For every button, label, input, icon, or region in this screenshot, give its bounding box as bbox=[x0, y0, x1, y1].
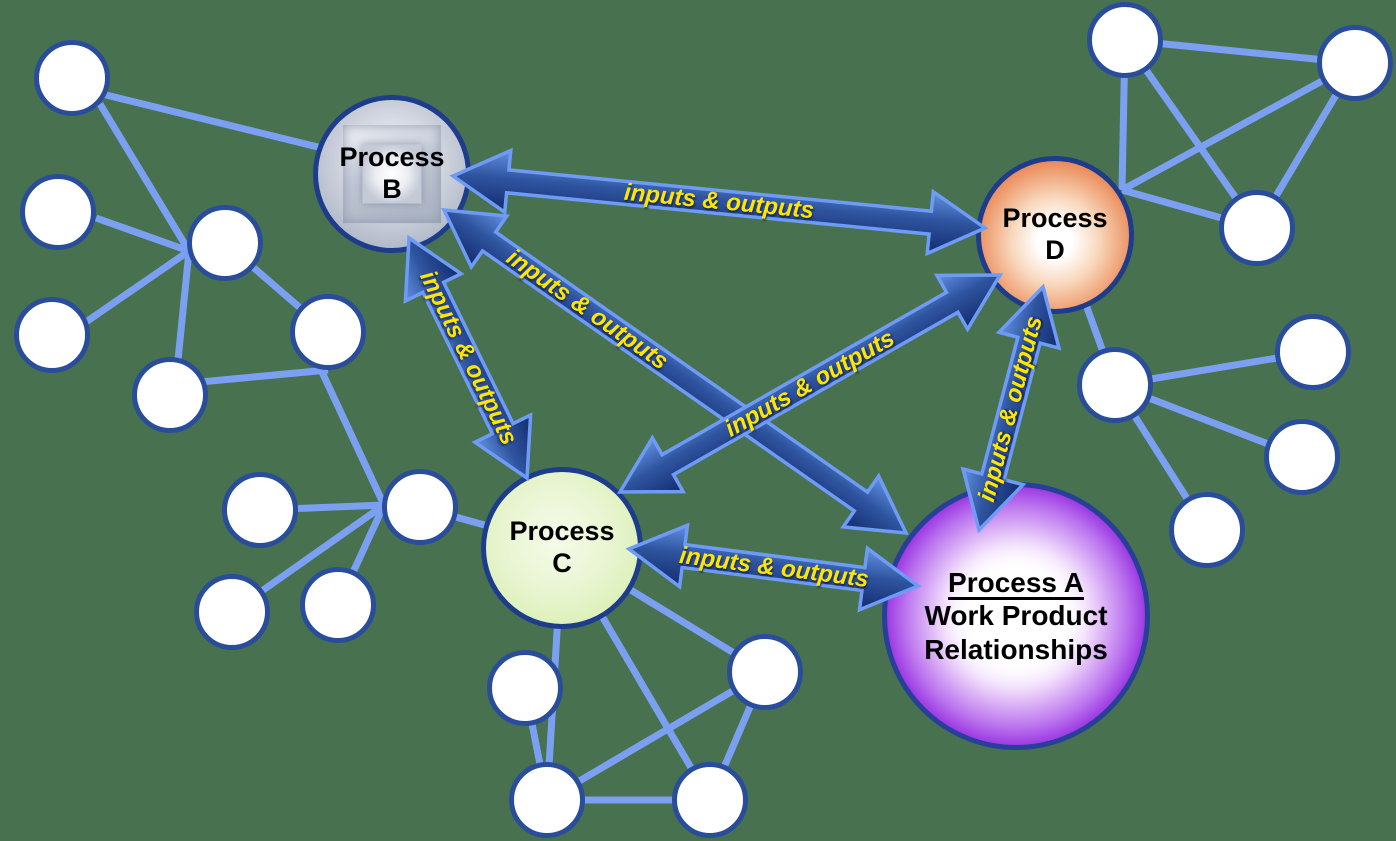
process-b-label-line: B bbox=[382, 174, 402, 204]
satellite-node bbox=[1275, 314, 1351, 390]
connector-line bbox=[318, 370, 388, 507]
process-a-label-line: Process A bbox=[948, 567, 1084, 599]
satellite-node bbox=[132, 357, 208, 433]
satellite-node bbox=[672, 762, 748, 838]
process-c-label-line: C bbox=[552, 548, 572, 578]
process-a-label-line: Relationships bbox=[924, 633, 1108, 665]
satellite-node bbox=[1087, 2, 1163, 78]
satellite-node bbox=[14, 297, 90, 373]
process-b-square-decor bbox=[362, 144, 422, 204]
satellite-node bbox=[1219, 190, 1295, 266]
flow-arrow-process-d-process-a bbox=[960, 283, 1062, 534]
satellite-node bbox=[1169, 492, 1245, 568]
process-a-label-line: Work Product bbox=[924, 600, 1108, 632]
process-d-label-line: Process bbox=[1002, 203, 1108, 234]
connector-line bbox=[97, 102, 192, 253]
satellite-node bbox=[382, 469, 458, 545]
satellite-node bbox=[1077, 347, 1153, 423]
flow-arrow-process-c-process-a bbox=[625, 522, 922, 613]
satellite-node bbox=[222, 472, 298, 548]
satellite-node bbox=[20, 174, 96, 250]
connector-line bbox=[1122, 37, 1260, 231]
connector-line bbox=[545, 668, 767, 804]
connector-line bbox=[1124, 36, 1356, 67]
satellite-node bbox=[1264, 419, 1340, 495]
flow-arrow-process-b-process-a bbox=[441, 207, 909, 536]
process-b-label-line: Process bbox=[339, 142, 445, 173]
flow-arrow-process-b-process-d bbox=[449, 147, 989, 257]
satellite-node bbox=[1317, 25, 1393, 101]
satellite-node bbox=[290, 294, 366, 370]
satellite-node bbox=[487, 650, 563, 726]
connector-line bbox=[94, 214, 191, 255]
satellite-node bbox=[34, 40, 110, 116]
connector-line bbox=[174, 250, 193, 361]
satellite-node bbox=[727, 634, 803, 710]
satellite-node bbox=[194, 574, 270, 650]
connector-line bbox=[199, 366, 329, 386]
satellite-node bbox=[509, 762, 585, 838]
connector-line bbox=[84, 248, 191, 325]
process-d-label-line: D bbox=[1045, 235, 1065, 265]
connector-line bbox=[93, 88, 331, 154]
satellite-node bbox=[300, 567, 376, 643]
connector-line bbox=[1120, 59, 1357, 194]
flow-arrow-process-b-process-c bbox=[403, 234, 533, 482]
satellite-node bbox=[187, 205, 263, 281]
flow-arrow-process-c-process-d bbox=[616, 273, 1004, 494]
process-c-label-line: Process bbox=[509, 516, 615, 547]
process-a-core-decor bbox=[938, 538, 1094, 694]
